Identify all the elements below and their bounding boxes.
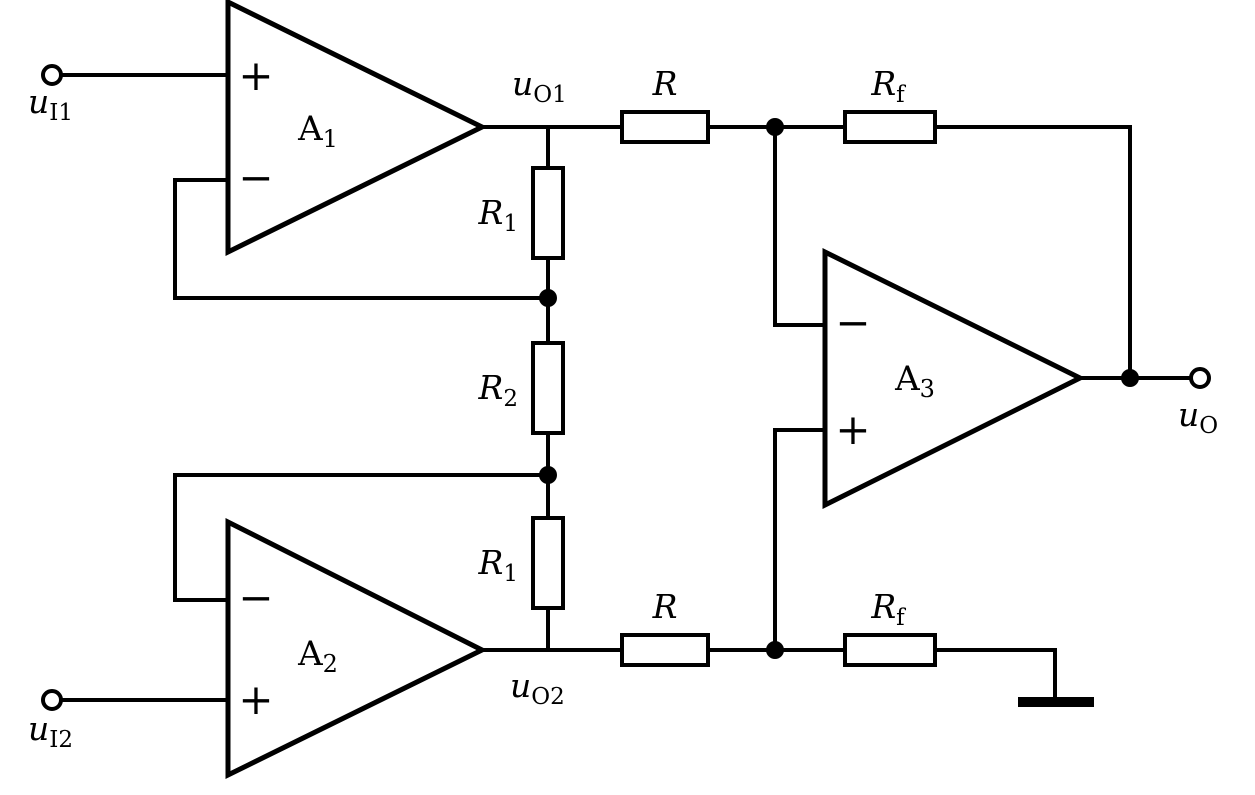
opamp-a1 (225, 0, 488, 257)
label-r1-lower: R1 (478, 543, 519, 587)
wire-rf-to-ground (935, 648, 1057, 700)
label-u-o: uO (1178, 395, 1218, 439)
resistor-rf-bottom (843, 633, 937, 667)
node-r2-r1 (539, 466, 557, 484)
a3-label: A3 (894, 359, 935, 403)
resistor-rf-top (843, 110, 937, 144)
a2-minus-sign: − (238, 573, 273, 622)
label-r-top: R (652, 64, 678, 103)
a2-label: A2 (297, 634, 338, 678)
node-r1-r2 (539, 289, 557, 307)
wire-a3-minus (773, 127, 825, 327)
label-rf-bottom: Rf (870, 587, 906, 631)
opamp-a2 (225, 517, 488, 780)
node-bottom (766, 641, 784, 659)
wire-a1-feedback (173, 178, 548, 300)
label-u-o2: uO2 (510, 666, 565, 710)
a1-plus-sign: + (238, 51, 273, 100)
label-r1-upper: R1 (478, 193, 519, 237)
wire-a3-plus (773, 428, 825, 650)
resistor-r-top (620, 110, 710, 144)
label-u-i2: uI2 (28, 709, 73, 753)
label-u-i1: uI1 (28, 82, 73, 126)
a1-minus-sign: − (238, 153, 273, 202)
label-u-o1: uO1 (512, 64, 567, 108)
a1-label: A1 (297, 109, 338, 153)
resistor-r1-upper (531, 166, 565, 260)
a3-minus-sign: − (835, 298, 870, 347)
terminal-output (1189, 367, 1211, 389)
a3-plus-sign: + (835, 405, 870, 454)
label-r2: R2 (478, 368, 519, 412)
wire-a2-feedback (173, 473, 548, 602)
wire-rf-feedback (935, 125, 1132, 378)
resistor-r2 (531, 341, 565, 435)
node-output-feedback (1121, 369, 1139, 387)
terminal-input2 (41, 689, 63, 711)
node-top (766, 118, 784, 136)
opamp-a3 (822, 247, 1086, 510)
resistor-r-bottom (620, 633, 710, 667)
a2-plus-sign: + (238, 675, 273, 724)
terminal-input1 (41, 64, 63, 86)
label-r-bottom: R (652, 587, 678, 626)
resistor-r1-lower (531, 516, 565, 610)
label-rf-top: Rf (870, 64, 906, 108)
